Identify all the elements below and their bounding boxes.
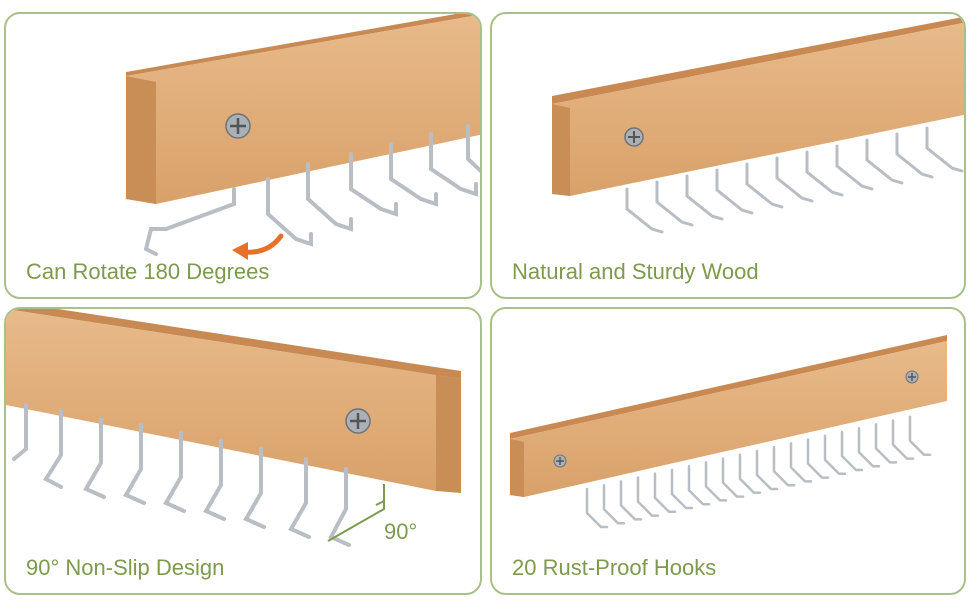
screw-icon: [624, 127, 644, 147]
screw-icon: [905, 370, 919, 384]
hooks: [144, 124, 480, 256]
hook: [619, 480, 643, 521]
hook: [738, 453, 762, 495]
wood-top-edge: [510, 335, 947, 439]
hook: [772, 445, 796, 487]
wood-bar: [510, 341, 947, 497]
caption-wood: Natural and Sturdy Wood: [512, 259, 759, 284]
wood-end: [552, 104, 570, 196]
hooks: [12, 403, 351, 547]
hook: [653, 472, 677, 514]
hook: [602, 483, 626, 525]
wood-end: [436, 375, 461, 493]
wood-bar: [552, 22, 964, 196]
wood-bar: [126, 14, 480, 204]
wood-bar: [6, 309, 436, 491]
hook: [721, 457, 745, 498]
hook: [670, 468, 694, 510]
rack-full-image: [510, 335, 947, 529]
hook: [823, 434, 847, 476]
rotate-arrow-icon: [232, 233, 284, 260]
angle-label: 90°: [384, 519, 418, 544]
screw-icon: [345, 408, 371, 434]
rack-closeup-rotate-image: [126, 14, 480, 260]
hook: [585, 487, 609, 529]
caption-non-slip: 90° Non-Slip Design: [26, 555, 225, 580]
hook: [755, 449, 779, 491]
hooks: [625, 126, 964, 234]
panel-hooks: 20 Rust-Proof Hooks: [490, 307, 966, 595]
panel-wood: Natural and Sturdy Wood: [490, 12, 966, 299]
hook: [806, 438, 830, 479]
wood-top-edge: [126, 14, 480, 76]
screw-icon: [225, 113, 251, 139]
wood-end: [510, 439, 524, 497]
hook: [687, 464, 711, 506]
hook: [908, 415, 932, 457]
hook: [789, 442, 813, 483]
hook: [857, 426, 881, 468]
screw-icon: [553, 454, 567, 468]
hook: [704, 461, 728, 502]
caption-rotate: Can Rotate 180 Degrees: [26, 259, 270, 284]
hook: [874, 423, 898, 464]
panel-rotate: Can Rotate 180 Degrees: [4, 12, 482, 299]
caption-hooks: 20 Rust-Proof Hooks: [512, 555, 717, 580]
hook: [891, 419, 915, 460]
hook: [636, 476, 660, 517]
hook: [840, 430, 864, 472]
wood-top-edge: [552, 16, 964, 104]
panel-non-slip: 90° 90° Non-Slip Design: [4, 307, 482, 595]
rack-wood-image: [552, 16, 964, 234]
rack-angle-image: [6, 309, 461, 547]
wood-end: [126, 76, 156, 204]
hooks: [585, 415, 932, 529]
right-angle-icon: [327, 484, 385, 542]
